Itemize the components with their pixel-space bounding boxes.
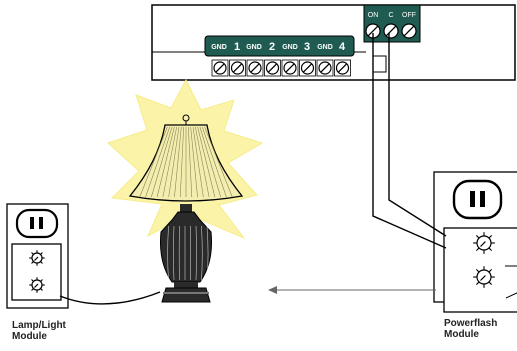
terminal-screw-icon [318,61,332,75]
dial-icon [473,266,495,288]
terminal-label-1: 1 [234,41,240,53]
wires [59,33,447,305]
terminal-screw-icon [265,61,280,75]
powerflash-module-label: Powerflash Module [444,318,497,340]
dial-icon [29,277,45,293]
lamp [107,78,264,303]
relay-label-2: OFF [402,12,416,19]
terminal-label-2: GND [246,44,262,51]
terminal-screw-row [211,59,351,77]
terminal-screw-icon [230,61,245,75]
outlet-icon [15,208,59,239]
relay-label-1: C [388,12,393,19]
lamp-module-label-line1: Lamp/Light [12,320,66,331]
powerflash-module-label-line2: Module [444,329,479,340]
terminal-screw-icon [300,61,315,75]
terminal-screw-icon [248,61,262,75]
terminal-label-5: 3 [304,41,310,53]
dial-icon [29,250,45,266]
terminal-screw-icon [213,61,227,75]
arrow-left-icon [268,286,436,294]
terminal-label-3: 2 [269,41,275,53]
wire-c [388,33,447,237]
dial-icon [473,232,495,254]
terminal-screw-icon [283,61,297,75]
terminal-screw-icon [335,61,350,75]
terminal-screw-icon [383,23,399,39]
lamp-module-label: Lamp/Light Module [12,320,66,342]
wire-on [372,33,447,249]
lamp-module-label-line2: Module [12,331,47,342]
powerflash-assembly [433,171,517,313]
relay-label-0: ON [368,12,379,19]
terminal-screw-icon [401,23,417,39]
terminal-label-4: GND [282,44,298,51]
terminal-label-7: 4 [339,41,346,53]
terminal-label-6: GND [317,44,333,51]
terminal-strip: GND 1 GND 2 GND 3 GND 4 [204,35,355,57]
lamp-module-assembly [6,203,69,309]
terminal-label-0: GND [211,44,227,51]
controller-box: GND 1 GND 2 GND 3 GND 4 ON C OFF [151,4,516,81]
outlet-icon [452,179,503,220]
powerflash-module-label-line1: Powerflash [444,318,498,329]
lamp-cord [59,291,161,305]
